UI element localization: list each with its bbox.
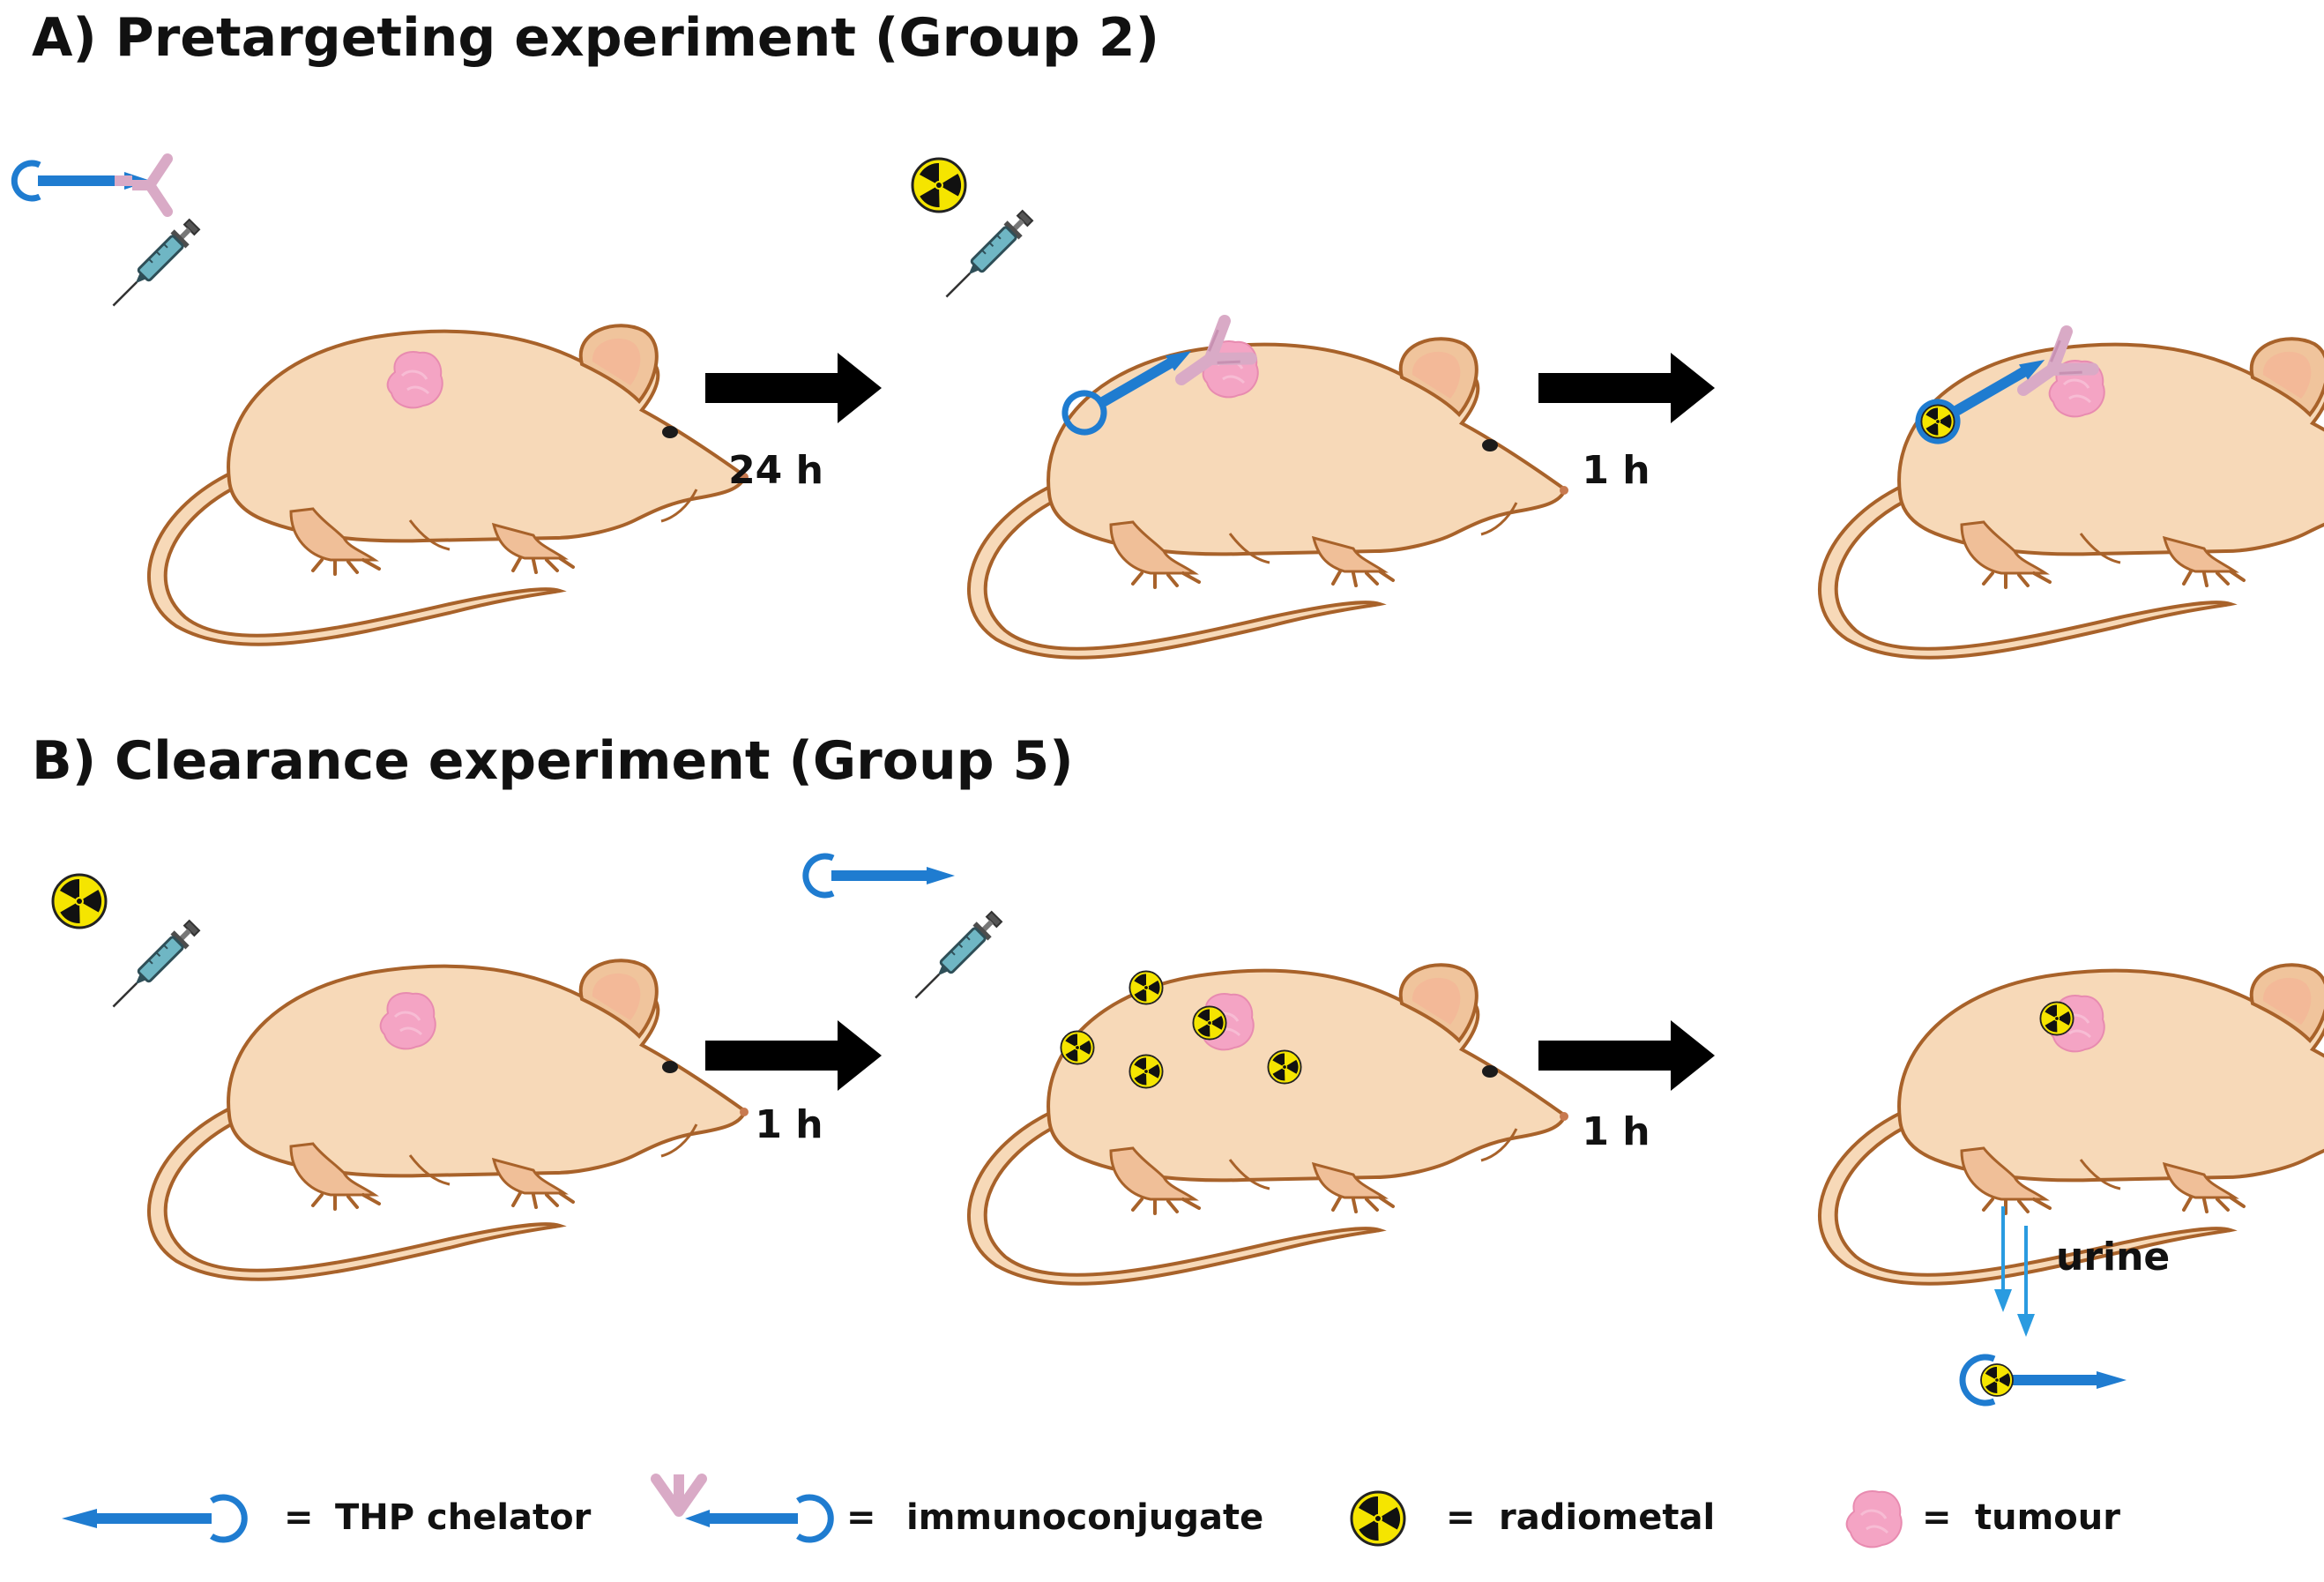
- arrow-right-icon: [1538, 353, 1715, 423]
- antibody-icon: [132, 153, 173, 217]
- syringe-icon: [104, 215, 204, 315]
- mouse-icon: [147, 324, 751, 646]
- arrow-right-icon: [705, 353, 882, 423]
- legend-equals-radiometal: =: [1446, 1497, 1476, 1538]
- antibody-icon: [651, 1474, 707, 1517]
- panel-b: 1 h 1 h urine: [51, 853, 2324, 1407]
- legend-label-immunoconjugate: immunoconjugate: [906, 1497, 1264, 1538]
- legend-label-radiometal: radiometal: [1499, 1497, 1716, 1538]
- time-label-b2: 1 h: [1582, 1109, 1650, 1154]
- mouse-icon: [967, 963, 1570, 1286]
- syringe-icon: [937, 206, 1037, 306]
- mouse-icon: [147, 959, 751, 1281]
- arrow-down-icon: [1994, 1206, 2035, 1337]
- panel-b-title: B) Clearance experiment (Group 5): [32, 730, 1074, 792]
- mouse-icon: [967, 337, 1570, 660]
- urine-label: urine: [2056, 1235, 2170, 1280]
- tumour-icon: [386, 350, 444, 409]
- syringe-icon: [104, 916, 204, 1016]
- chelator-icon: [1061, 351, 1192, 436]
- tumour-icon: [379, 991, 437, 1050]
- legend-equals-tumour: =: [1922, 1497, 1952, 1538]
- legend: [62, 1474, 1903, 1548]
- arrow-right-icon: [1538, 1020, 1715, 1091]
- chelator-icon: [802, 853, 955, 899]
- legend-equals-immunoconjugate: =: [846, 1497, 876, 1538]
- radiation-icon: [1350, 1490, 1409, 1548]
- tumour-icon: [1845, 1489, 1903, 1548]
- legend-label-chelator: THP chelator: [335, 1497, 592, 1538]
- time-label-a1: 24 h: [728, 448, 823, 493]
- time-label-a2: 1 h: [1582, 448, 1650, 493]
- arrow-right-icon: [705, 1020, 882, 1091]
- chelator-icon: [1915, 360, 2045, 444]
- radiation-icon: [51, 873, 110, 931]
- panel-a-title: A) Pretargeting experiment (Group 2): [32, 7, 1160, 69]
- time-label-b1: 1 h: [755, 1102, 823, 1147]
- panel-a: 24 h 1 h: [11, 153, 2324, 660]
- syringe-icon: [906, 907, 1006, 1007]
- legend-equals-chelator: =: [284, 1497, 314, 1538]
- chelator-icon: [62, 1494, 248, 1543]
- radiation-icon: [911, 157, 970, 215]
- legend-label-tumour: tumour: [1975, 1497, 2120, 1538]
- chelator-icon: [1959, 1354, 2127, 1407]
- radiation-icon: [1980, 1363, 2015, 1398]
- chelator-icon: [685, 1494, 834, 1543]
